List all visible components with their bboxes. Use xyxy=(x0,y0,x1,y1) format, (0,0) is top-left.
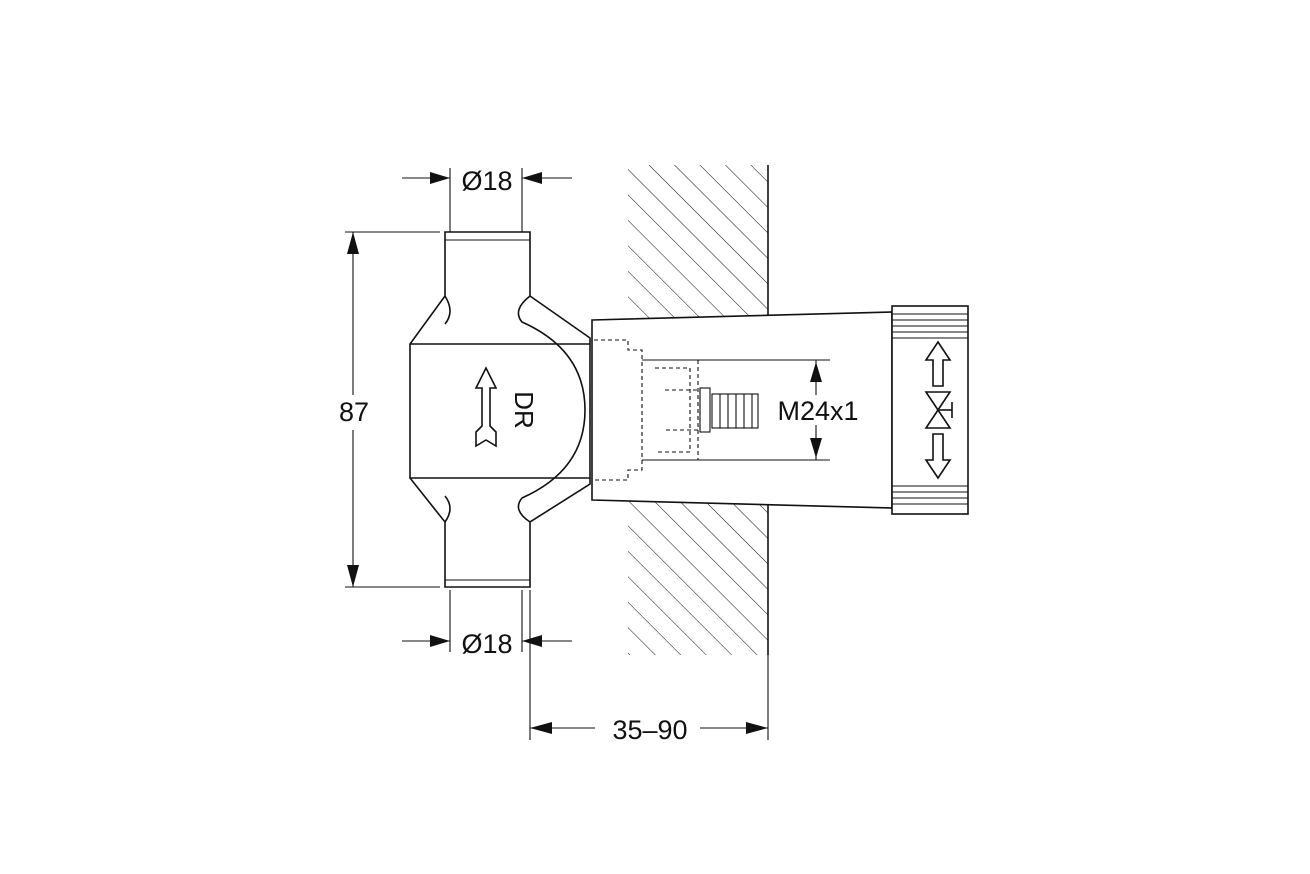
depth-dimension xyxy=(529,590,769,740)
down-arrow-icon xyxy=(924,433,952,480)
height-dimension xyxy=(345,231,440,588)
extension-housing xyxy=(591,311,893,509)
thread-label: M24x1 xyxy=(777,396,858,426)
handle-cap xyxy=(891,305,969,515)
flow-direction-arrow-icon xyxy=(474,366,498,448)
valve-symbol-icon xyxy=(924,391,953,429)
depth-label: 35–90 xyxy=(612,715,687,745)
top-diameter-label: Ø18 xyxy=(461,166,512,196)
up-arrow-icon xyxy=(924,340,952,387)
valve-body xyxy=(409,231,591,588)
top-diameter-dimension xyxy=(402,168,572,232)
height-label: 87 xyxy=(339,397,369,427)
bottom-diameter-dimension xyxy=(402,590,572,652)
bottom-diameter-label: Ø18 xyxy=(461,629,512,659)
body-marking: DR xyxy=(509,391,539,429)
